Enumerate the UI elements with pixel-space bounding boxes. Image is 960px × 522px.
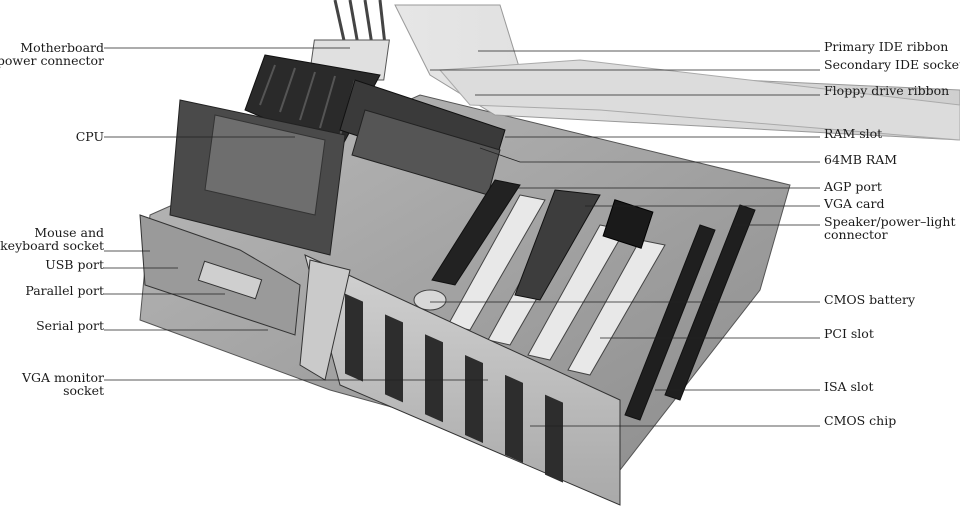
label-line: Speaker/power–light — [824, 214, 956, 229]
label-parallel-port: Parallel port — [25, 284, 104, 297]
label-isa-slot: ISA slot — [824, 380, 873, 393]
motherboard-illustration — [139, 0, 960, 506]
floppy-ribbon — [438, 59, 960, 141]
label-cpu: CPU — [76, 130, 104, 143]
isa-slots — [624, 204, 756, 421]
label-floppy-drive-ribbon: Floppy drive ribbon — [824, 84, 949, 97]
label-line: Floppy drive ribbon — [824, 83, 950, 98]
label-cmos-chip: CMOS chip — [824, 414, 896, 427]
label-line: Parallel port — [25, 283, 104, 298]
label-secondary-ide-socket: Secondary IDE socket — [824, 58, 960, 71]
label-serial-port: Serial port — [36, 319, 104, 332]
label-line: 64MB RAM — [824, 152, 898, 167]
label-line: ISA slot — [824, 379, 874, 394]
cmos-battery — [413, 289, 447, 311]
vga-card — [514, 189, 601, 301]
label-line: CMOS battery — [824, 292, 916, 307]
label-cmos-battery: CMOS battery — [824, 293, 915, 306]
label-64mb-ram: 64MB RAM — [824, 153, 897, 166]
label-line: USB port — [45, 257, 104, 272]
power-wires — [333, 0, 387, 46]
label-line: RAM slot — [824, 126, 883, 141]
label-line: Serial port — [36, 318, 104, 333]
label-line: Primary IDE ribbon — [824, 39, 949, 54]
label-mouse-keyboard-socket: Mouse and keyboard socket — [0, 226, 104, 252]
label-agp-port: AGP port — [824, 180, 882, 193]
leader-ram-64 — [479, 147, 820, 163]
label-line: Mouse and — [34, 225, 104, 240]
label-line: CPU — [75, 129, 104, 144]
label-line: Secondary IDE socket — [824, 57, 960, 72]
label-ram-slot: RAM slot — [824, 127, 882, 140]
label-vga-card: VGA card — [824, 197, 884, 210]
label-line: CMOS chip — [824, 413, 897, 428]
label-speaker-power-light-connector: Speaker/power–light connector — [824, 215, 956, 241]
label-line: Motherboard — [20, 40, 104, 55]
label-pci-slot: PCI slot — [824, 327, 874, 340]
label-line: AGP port — [824, 179, 882, 194]
label-usb-port: USB port — [45, 258, 104, 271]
label-vga-monitor-socket: VGA monitor socket — [22, 371, 104, 397]
label-line: VGA card — [824, 196, 885, 211]
label-line: power connector — [0, 53, 104, 68]
label-motherboard-power-connector: Motherboard power connector — [0, 41, 104, 67]
label-line: keyboard socket — [0, 238, 104, 253]
label-line: VGA monitor — [22, 370, 104, 385]
leader-lines — [104, 47, 820, 427]
label-line: PCI slot — [824, 326, 874, 341]
label-line: connector — [824, 227, 888, 242]
agp-slot — [431, 179, 521, 286]
label-primary-ide-ribbon: Primary IDE ribbon — [824, 40, 948, 53]
label-line: socket — [63, 383, 104, 398]
